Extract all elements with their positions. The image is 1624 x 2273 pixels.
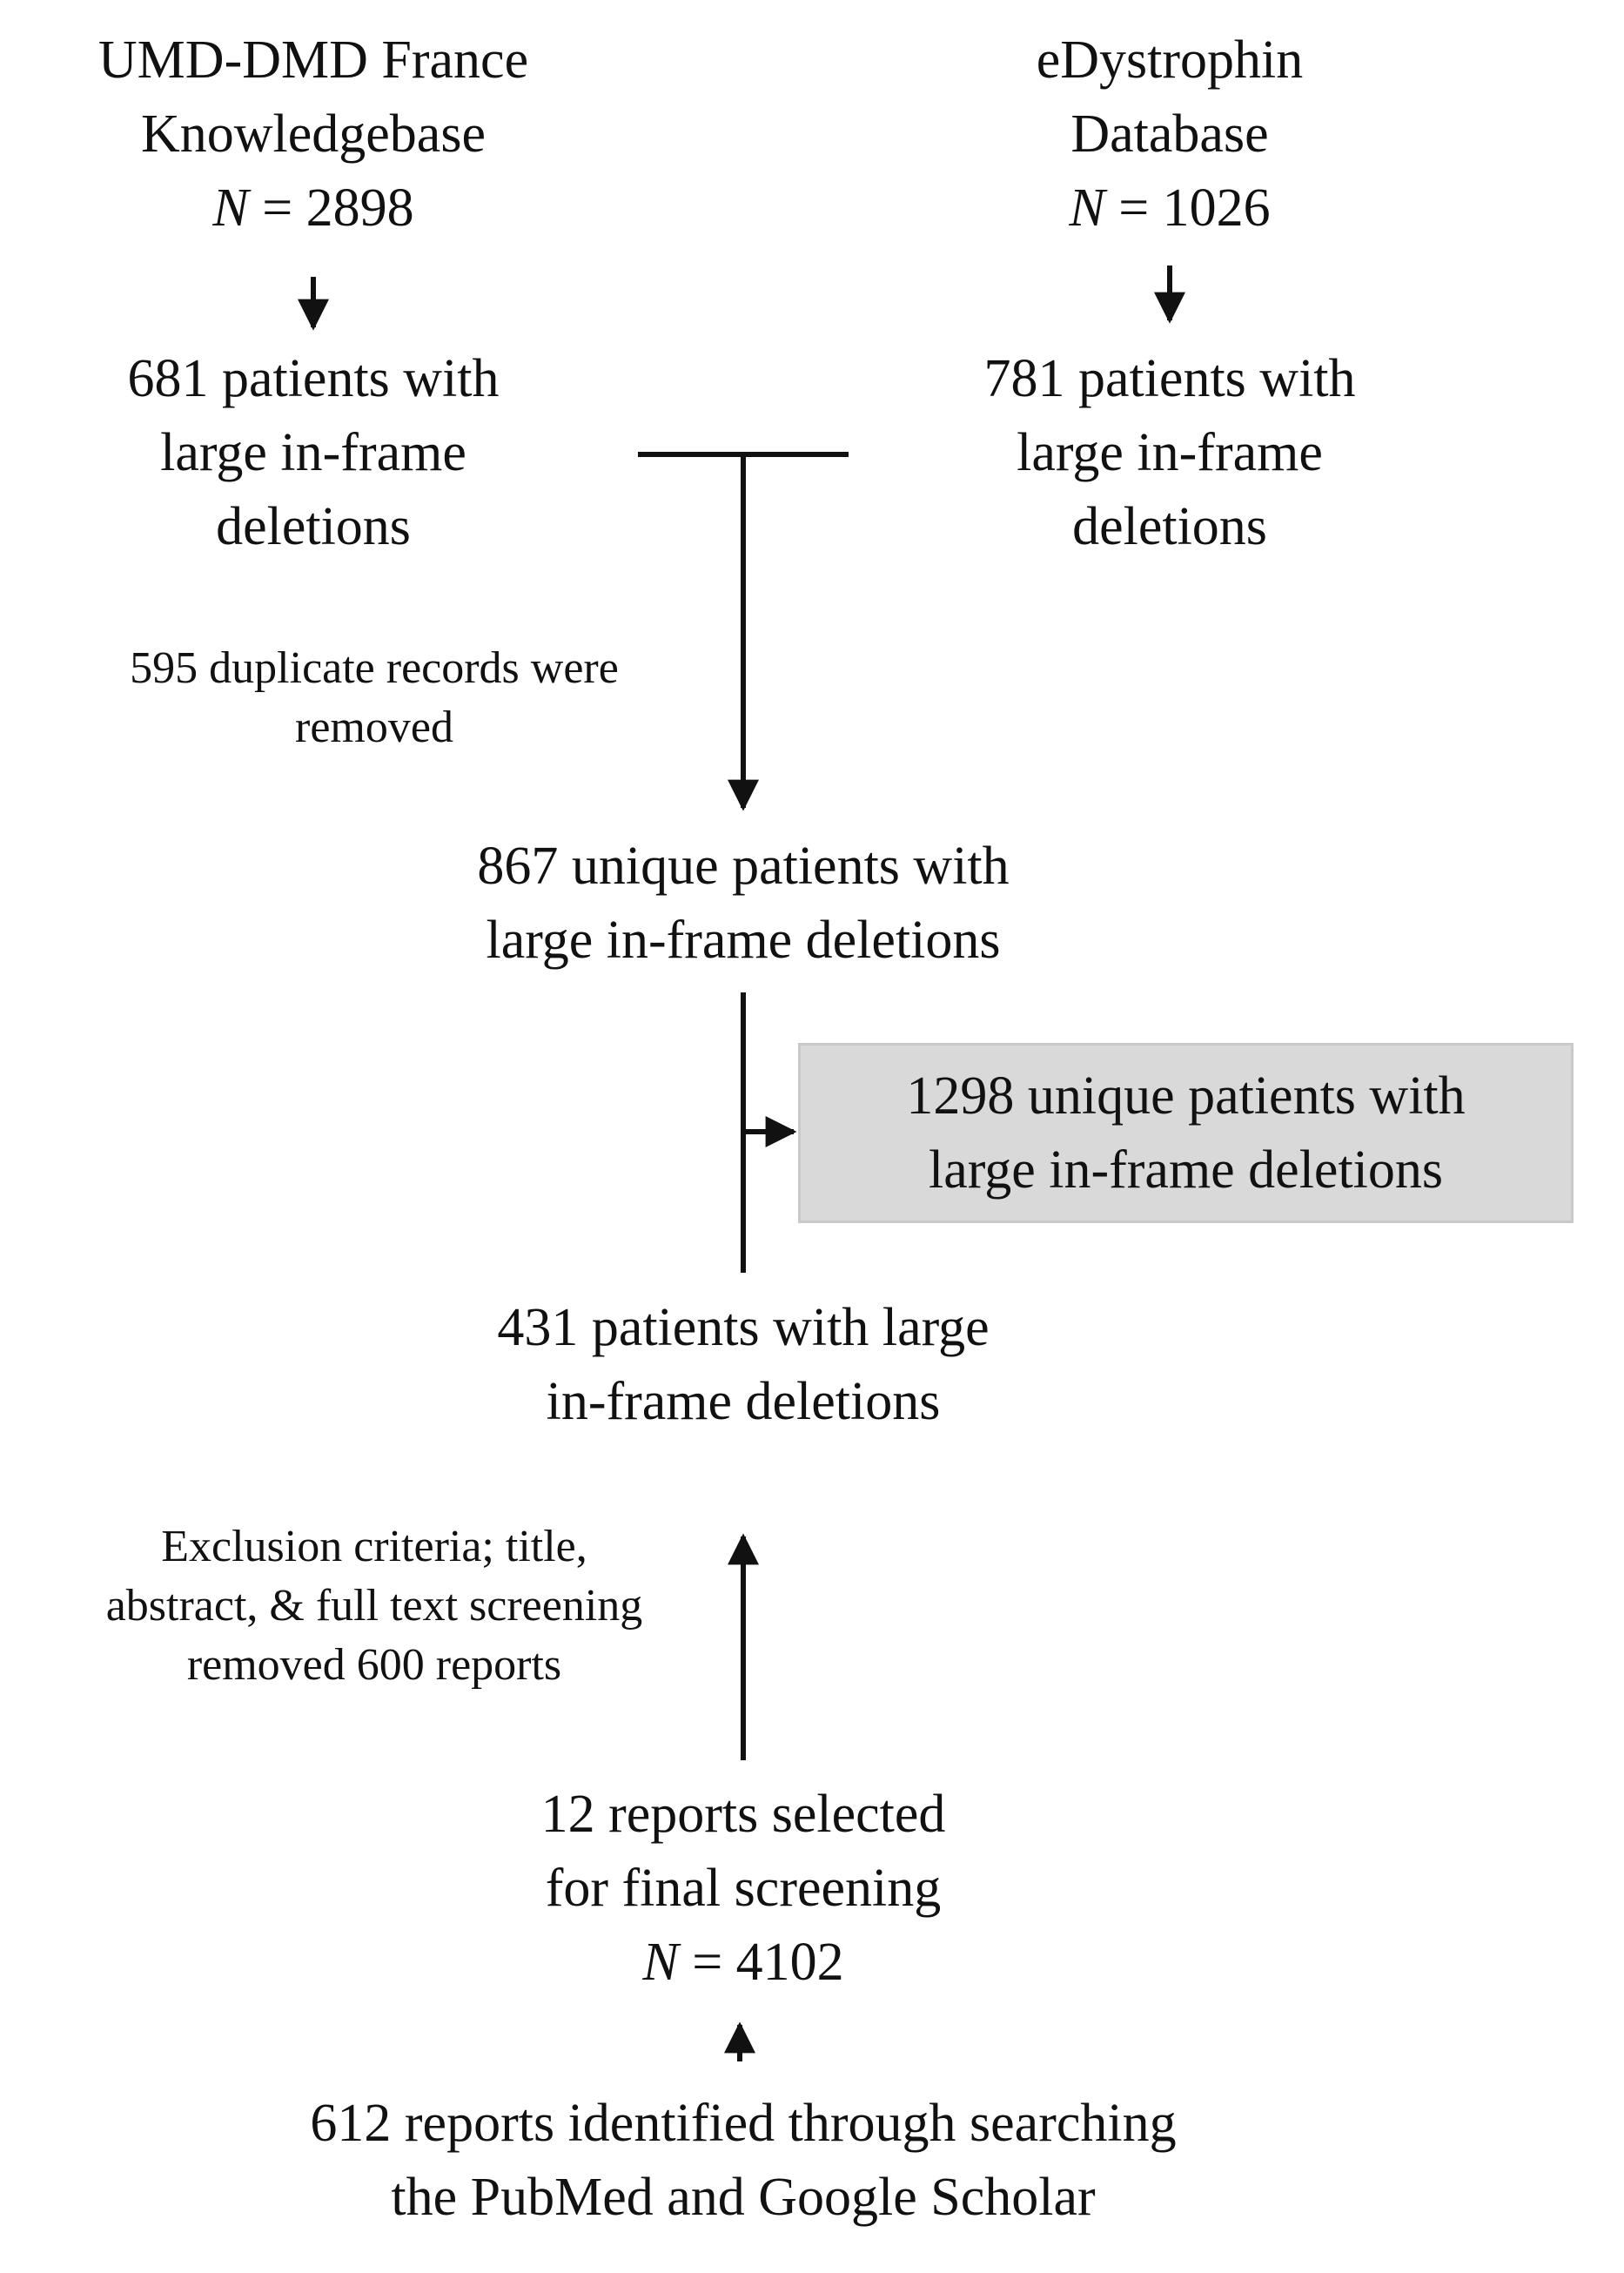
search-line1: 612 reports identified through searching <box>310 2094 1177 2153</box>
source-edys-type: Database <box>1070 104 1269 164</box>
final-screening-line2: for final screening <box>545 1859 942 1918</box>
source-umd-dmd: UMD-DMD France Knowledgebase N = 2898 <box>0 24 627 245</box>
duplicate-note-line2: removed <box>295 703 453 752</box>
merged-line1: 867 unique patients with <box>477 837 1010 896</box>
source-edystrophin: eDystrophin Database N = 1026 <box>909 24 1431 245</box>
edys-filtered-line2: large in-frame <box>1017 423 1323 482</box>
final-screening-count: N = 4102 <box>395 1926 1091 2000</box>
result-line2: large in-frame deletions <box>928 1140 1444 1200</box>
n-value: = 1026 <box>1118 178 1271 238</box>
umd-filtered-line1: 681 patients with <box>127 349 500 408</box>
n-symbol: N <box>212 178 249 238</box>
merged-unique-patients: 867 unique patients with large in-frame … <box>308 830 1178 978</box>
result-line1: 1298 unique patients with <box>906 1066 1466 1126</box>
n-value: = 2898 <box>262 178 414 238</box>
umd-filtered-line2: large in-frame <box>160 423 466 482</box>
exclusion-line3: removed 600 reports <box>186 1640 562 1690</box>
final-screening-reports: 12 reports selected for final screening … <box>395 1778 1091 2000</box>
duplicate-removal-note: 595 duplicate records were removed <box>35 639 714 757</box>
edys-filtered-line1: 781 patients with <box>983 349 1356 408</box>
merged-line2: large in-frame deletions <box>486 911 1001 970</box>
umd-filtered-patients: 681 patients with large in-frame deletio… <box>35 342 592 564</box>
edys-filtered-patients: 781 patients with large in-frame deletio… <box>891 342 1448 564</box>
final-screening-line1: 12 reports selected <box>540 1785 946 1844</box>
literature-line1: 431 patients with large <box>497 1298 990 1357</box>
final-result-box <box>798 1043 1574 1223</box>
exclusion-line1: Exclusion criteria; title, <box>161 1522 587 1571</box>
search-line2: the PubMed and Google Scholar <box>391 2168 1096 2227</box>
search-identified-reports: 612 reports identified through searching… <box>134 2087 1352 2235</box>
source-umd-name: UMD-DMD France <box>97 30 529 90</box>
literature-patients: 431 patients with large in-frame deletio… <box>352 1291 1135 1439</box>
source-edys-name: eDystrophin <box>1036 30 1304 90</box>
exclusion-line2: abstract, & full text screening <box>105 1581 643 1631</box>
edys-filtered-line3: deletions <box>1072 497 1267 556</box>
n-symbol: N <box>642 1933 679 1992</box>
final-result-text: 1298 unique patients with large in-frame… <box>798 1059 1574 1207</box>
n-value: = 4102 <box>692 1933 844 1992</box>
umd-filtered-line3: deletions <box>216 497 411 556</box>
literature-line2: in-frame deletions <box>546 1372 941 1431</box>
exclusion-criteria-note: Exclusion criteria; title, abstract, & f… <box>26 1517 722 1695</box>
source-umd-count: N = 2898 <box>0 171 627 245</box>
duplicate-note-line1: 595 duplicate records were <box>130 643 619 693</box>
source-umd-type: Knowledgebase <box>141 104 486 164</box>
n-symbol: N <box>1069 178 1105 238</box>
source-edys-count: N = 1026 <box>909 171 1431 245</box>
